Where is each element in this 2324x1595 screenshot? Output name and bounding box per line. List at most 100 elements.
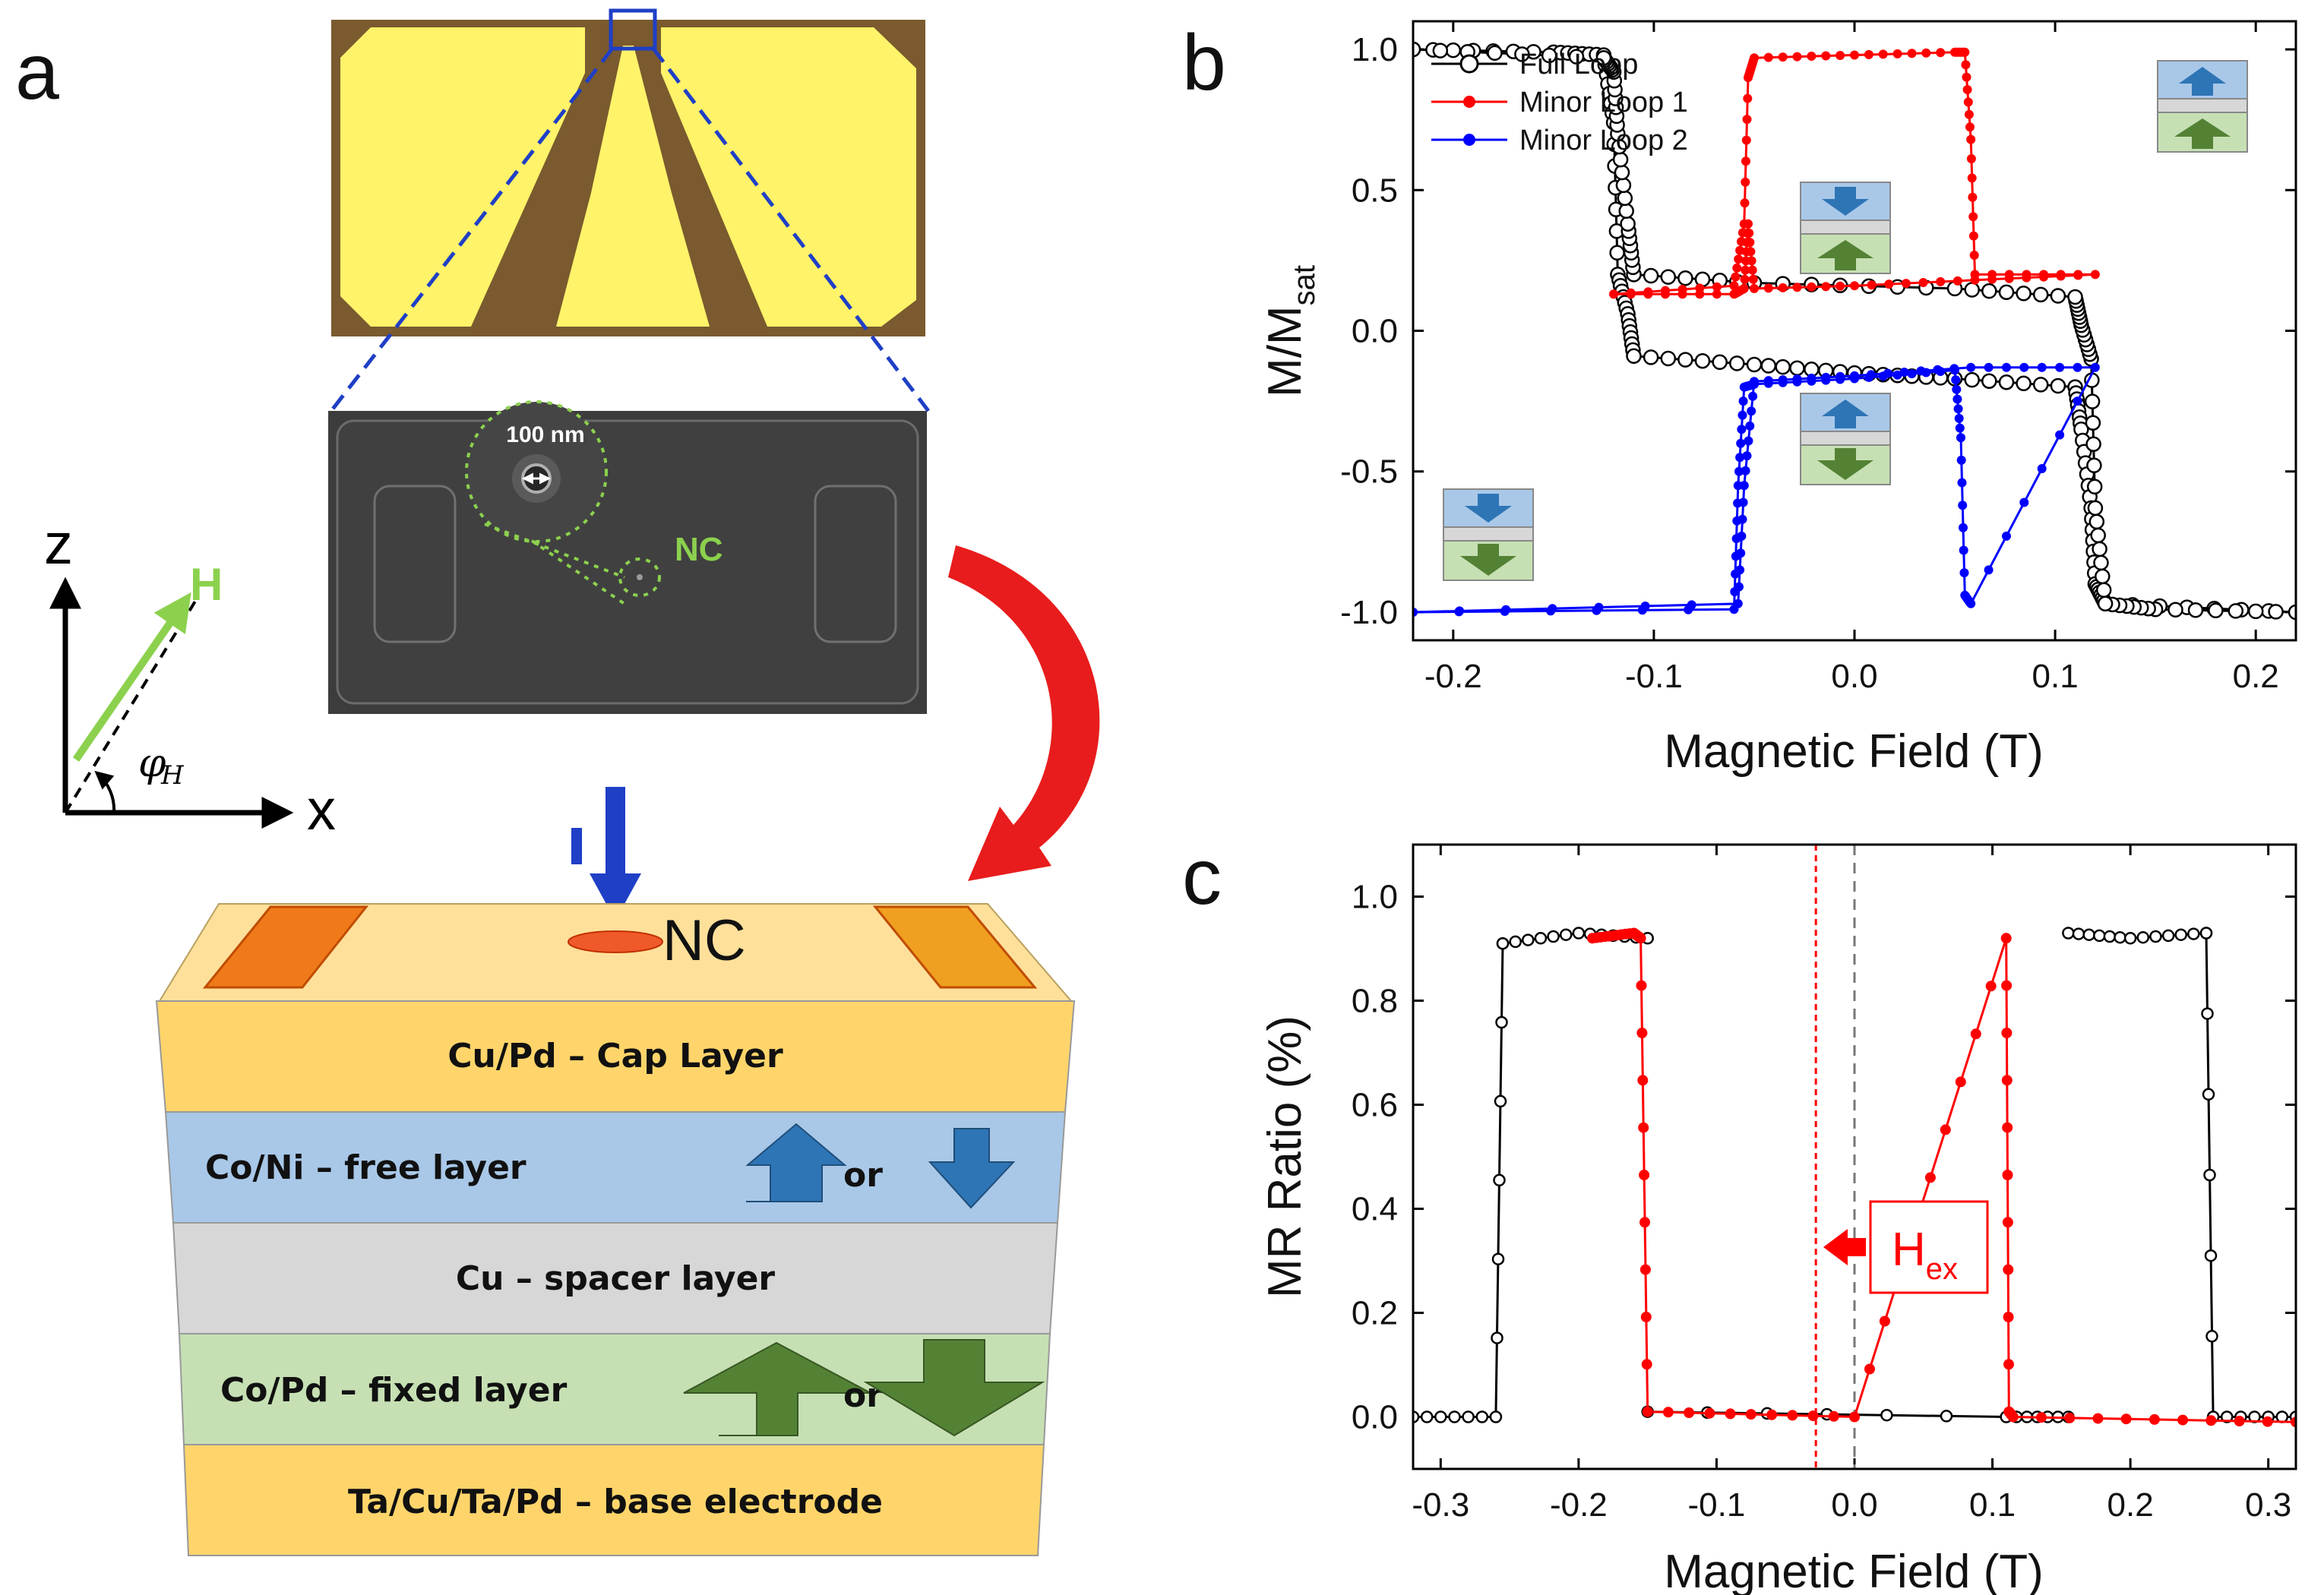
chart-b-series-1-point bbox=[1746, 356, 1763, 373]
chart-b-series-2-point bbox=[1878, 49, 1888, 59]
chart-c-full-loop-seg4-point bbox=[2187, 927, 2200, 940]
x-tick-label: -0.3 bbox=[1412, 1486, 1469, 1524]
chart-b-series-3-point bbox=[1883, 368, 1892, 378]
chart-b-series-3-point bbox=[1953, 404, 1963, 414]
chart-b-series-2-point bbox=[1807, 52, 1817, 61]
chart-c-full-loop-seg4-point bbox=[2082, 928, 2095, 941]
chart-b-series-2-point bbox=[2039, 272, 2048, 282]
chart-b-series-2-point bbox=[1967, 173, 1977, 183]
chart-b-series-2-point bbox=[1643, 289, 1653, 299]
optical-micrograph bbox=[331, 8, 925, 336]
fixed-up-arrow-icon bbox=[683, 1341, 871, 1436]
phi-subscript: H bbox=[160, 760, 185, 791]
chart-c-minor-loop-point bbox=[1787, 1410, 1798, 1421]
chart-c-full-loop-seg2-point bbox=[1522, 933, 1535, 946]
chart-b-series-1-point bbox=[2085, 415, 2101, 431]
chart-c-full-loop-seg3-point bbox=[1880, 1408, 1893, 1422]
chart-b-series-2-point bbox=[1763, 52, 1773, 62]
chart-b-series-3-point bbox=[2037, 464, 2047, 473]
legend-marker-minor-loop-1 bbox=[1463, 96, 1475, 108]
chart-c-full-loop-seg5-point bbox=[2220, 1410, 2234, 1423]
chart-b-legend: Full Loop Minor Loop 1 Minor Loop 2 bbox=[1431, 49, 1688, 156]
chart-b-series-2-point bbox=[1750, 283, 1759, 293]
chart-b-series-1-point bbox=[1677, 270, 1693, 286]
chart-c-minor-loop-point bbox=[2003, 1312, 2014, 1322]
chart-c-minor-loop-point bbox=[1642, 1406, 1653, 1417]
chart-b-series-3-point bbox=[1958, 501, 1968, 510]
chart-b-series-2-point bbox=[1609, 289, 1619, 299]
chart-b-series-1-point bbox=[1998, 374, 2015, 390]
chart-b-series-1-point bbox=[2086, 457, 2102, 474]
chart-b-series-2-point bbox=[1792, 52, 1802, 62]
chart-c-minor-loop-point bbox=[1924, 1172, 1936, 1183]
chart-b-series-2-point bbox=[1747, 265, 1757, 275]
chart-b-series-3-point bbox=[1501, 605, 1511, 614]
chart-c-full-loop-seg5-point bbox=[2204, 1249, 2218, 1262]
chart-b-series-1-point bbox=[1609, 245, 1625, 261]
x-tick-label: 0.0 bbox=[1831, 1486, 1877, 1524]
x-axis-label: x bbox=[307, 778, 336, 842]
chart-b-series-1-point bbox=[1998, 284, 2015, 300]
chart-b-series-3-point bbox=[1737, 425, 1747, 434]
chart-b-series-2-point bbox=[2022, 273, 2032, 283]
chart-c-minor-loop-point bbox=[1955, 1076, 1966, 1088]
chart-c-full-loop-seg1-point bbox=[1413, 1410, 1420, 1423]
h-field-label: H bbox=[190, 559, 223, 610]
chart-c-minor-loop-point bbox=[1638, 1122, 1649, 1133]
x-tick-label: -0.1 bbox=[1688, 1486, 1746, 1524]
panel-label-c: c bbox=[1182, 833, 1222, 921]
layer-base bbox=[182, 1444, 1045, 1556]
chart-b-series-2-point bbox=[1626, 289, 1636, 299]
chart-b-series-2-point bbox=[1742, 115, 1752, 125]
chart-b-series-2-point bbox=[1695, 289, 1705, 299]
state-icon-down-down bbox=[1443, 488, 1534, 581]
chart-c-minor-loop-point bbox=[2149, 1413, 2160, 1425]
x-tick-label: 0.2 bbox=[2107, 1486, 2154, 1524]
stack-nc-label: NC bbox=[662, 908, 746, 973]
chart-b-series-1-point bbox=[2095, 568, 2111, 585]
chart-c-minor-loop-point bbox=[2002, 1122, 2013, 1133]
nc-label: NC bbox=[675, 531, 723, 568]
chart-c-full-loop-seg2-point bbox=[1572, 927, 1586, 940]
chart-b-series-1-point bbox=[1614, 164, 1630, 181]
chart-b-series-2-point bbox=[1821, 282, 1831, 292]
chart-b-series-2-point bbox=[1835, 281, 1845, 291]
chart-b-series-2-point bbox=[1712, 289, 1722, 299]
chart-b-series-2-point bbox=[1741, 135, 1751, 145]
chart-b-series-2-point bbox=[1741, 265, 1750, 275]
chart-c-full-loop-seg2-point bbox=[1547, 930, 1560, 943]
chart-b-series-1-point bbox=[2167, 602, 2183, 618]
chart-b-series-2-point bbox=[1661, 289, 1670, 299]
chart-b-series-3-point bbox=[1807, 373, 1817, 383]
free-or-label: or bbox=[843, 1156, 883, 1195]
chart-b-series-2-point bbox=[1962, 72, 1971, 82]
current-symbol bbox=[571, 828, 582, 864]
chart-b-series-1-point bbox=[1981, 373, 1997, 389]
chart-b-series-2-point bbox=[1807, 282, 1817, 292]
nanocontact-disk bbox=[568, 930, 663, 953]
chart-b-series-2-point bbox=[1966, 154, 1976, 163]
chart-b-series-2-point bbox=[1835, 51, 1845, 60]
chart-c-full-loop-seg4-point bbox=[2161, 929, 2175, 943]
chart-c-minor-loop-point bbox=[2001, 980, 2013, 991]
panel-label-a: a bbox=[15, 28, 59, 116]
chart-b-series-1-point bbox=[2016, 375, 2032, 392]
chart-b-series-3-point bbox=[1959, 545, 1968, 555]
chart-b-series-1-point bbox=[1729, 355, 1745, 371]
chart-c-minor-loop-point bbox=[1662, 1407, 1674, 1418]
chart-b-series-2-point bbox=[1961, 60, 1971, 70]
chart-c-full-loop-seg5-point bbox=[2201, 1007, 2214, 1020]
chart-c-full-loop-seg5-point bbox=[2199, 927, 2213, 940]
chart-c-minor-loop-point bbox=[1849, 1411, 1860, 1423]
state-icon-up-down bbox=[1800, 393, 1891, 485]
chart-b-series-3-point bbox=[1792, 374, 1802, 384]
chart-b-series-1-point bbox=[2247, 603, 2264, 620]
chart-c-full-loop-seg4-point bbox=[2136, 930, 2150, 944]
chart-c-full-loop-seg4-point bbox=[2093, 929, 2106, 943]
chart-b-series-2-point bbox=[1964, 109, 1974, 119]
chart-b-series-2-point bbox=[1732, 263, 1742, 273]
chart-b-series-2-point bbox=[1965, 122, 1975, 132]
y-tick-label: 0.0 bbox=[1352, 1399, 1398, 1436]
chart-b-series-3-point bbox=[1594, 602, 1604, 612]
legend-marker-minor-loop-2 bbox=[1463, 134, 1475, 146]
